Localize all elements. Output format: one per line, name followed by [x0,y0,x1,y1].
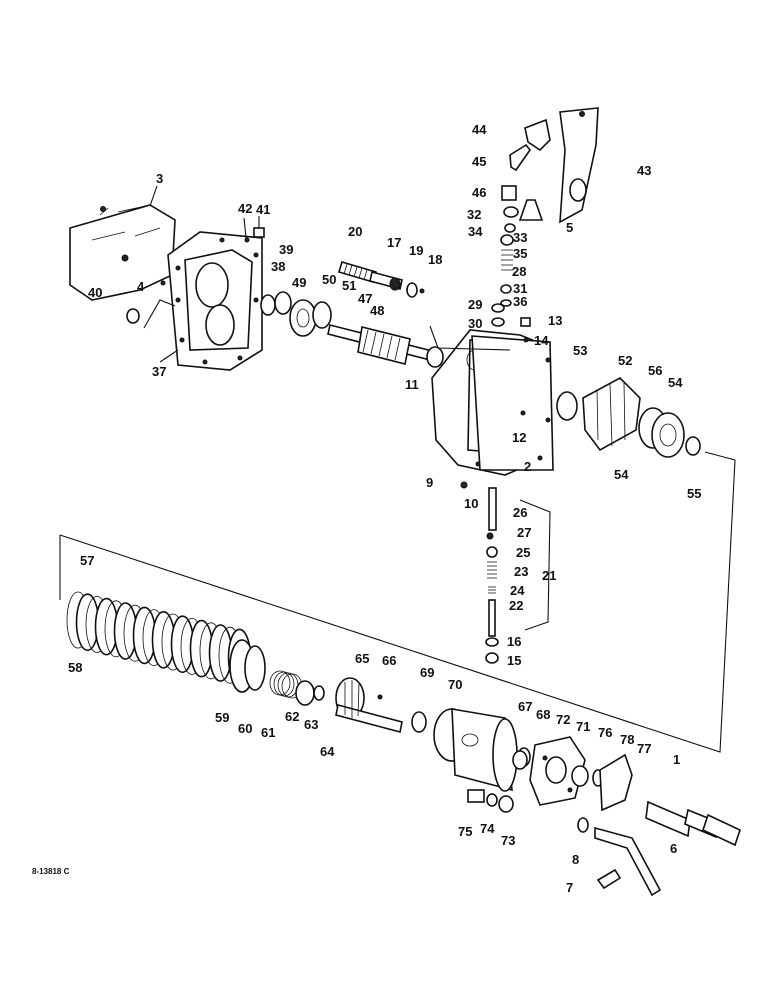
main-shaft-part [327,324,444,368]
callout-52: 52 [618,353,632,368]
callout-78: 78 [620,732,634,747]
callout-7: 7 [566,880,573,895]
callout-67: 67 [518,699,532,714]
callout-75: 75 [458,824,472,839]
drum-part [582,377,641,452]
callout-31: 31 [513,281,527,296]
callout-60: 60 [238,721,252,736]
callout-41: 41 [256,202,270,217]
callout-6: 6 [670,841,677,856]
callout-54: 54 [668,375,683,390]
callout-28: 28 [512,264,526,279]
callout-51: 51 [342,278,356,293]
callout-39: 39 [279,242,293,257]
callout-46: 46 [472,185,486,200]
callout-29: 29 [468,297,482,312]
callout-66: 66 [382,653,396,668]
callout-50: 50 [322,272,336,287]
callout-24: 24 [510,583,525,598]
callout-26: 26 [513,505,527,520]
callout-25: 25 [516,545,530,560]
callout-15: 15 [507,653,521,668]
callout-64: 64 [320,744,335,759]
callout-42: 42 [238,201,252,216]
callout-27: 27 [517,525,531,540]
callout-38: 38 [271,259,285,274]
callout-14: 14 [534,333,549,348]
gear-shaft-part [335,677,403,733]
callout-1: 1 [673,752,680,767]
callout-21: 21 [542,568,556,583]
plug-part [253,227,265,238]
callout-65: 65 [355,651,369,666]
callout-55: 55 [687,486,701,501]
callout-63: 63 [304,717,318,732]
pto-shaft-part [645,800,741,847]
callout-61: 61 [261,725,275,740]
callout-49: 49 [292,275,306,290]
o-ring-part [126,308,140,324]
rear-cover-part [167,231,263,371]
callout-71: 71 [576,719,590,734]
shield-part [69,204,176,301]
callout-47: 47 [358,291,372,306]
callout-37: 37 [152,364,166,379]
cover-plate-part [529,736,586,806]
callout-33: 33 [513,230,527,245]
callout-32: 32 [467,207,481,222]
callout-35: 35 [513,246,527,261]
callout-13: 13 [548,313,562,328]
callout-76: 76 [598,725,612,740]
callout-9: 9 [426,475,433,490]
callout-48: 48 [370,303,384,318]
bracket-part [559,107,599,224]
callout-18: 18 [428,252,442,267]
callout-4: 4 [137,279,145,294]
callout-30: 30 [468,316,482,331]
callout-74: 74 [480,821,495,836]
callout-44: 44 [472,122,487,137]
callout-57: 57 [80,553,94,568]
callout-77: 77 [637,741,651,756]
callout-36: 36 [513,294,527,309]
bolt-part [160,280,166,286]
callout-56: 56 [648,363,662,378]
main-housing-part [431,329,554,476]
callout-62: 62 [285,709,299,724]
callout-45: 45 [472,154,486,169]
callout-12: 12 [512,430,526,445]
callout-73: 73 [501,833,515,848]
callout-23: 23 [514,564,528,579]
callout-10: 10 [464,496,478,511]
callout-58: 58 [68,660,82,675]
callout-19: 19 [409,243,423,258]
callout-69: 69 [420,665,434,680]
callout-5: 5 [566,220,573,235]
callout-70: 70 [448,677,462,692]
callout-17: 17 [387,235,401,250]
drawing-code: 8-13818 C [32,867,70,876]
callout-54: 54 [614,467,629,482]
callout-20: 20 [348,224,362,239]
callout-34: 34 [468,224,483,239]
callout-59: 59 [215,710,229,725]
callout-16: 16 [507,634,521,649]
callout-43: 43 [637,163,651,178]
callout-labels: 1234567891011121314151617181920212223242… [68,122,701,895]
callout-8: 8 [572,852,579,867]
callout-72: 72 [556,712,570,727]
rear-housing-part [433,708,518,792]
callout-68: 68 [536,707,550,722]
clutch-pack-part [66,591,252,687]
callout-2: 2 [524,459,531,474]
callout-22: 22 [509,598,523,613]
callout-40: 40 [88,285,102,300]
callout-53: 53 [573,343,587,358]
callout-3: 3 [156,171,163,186]
callout-11: 11 [405,377,419,392]
